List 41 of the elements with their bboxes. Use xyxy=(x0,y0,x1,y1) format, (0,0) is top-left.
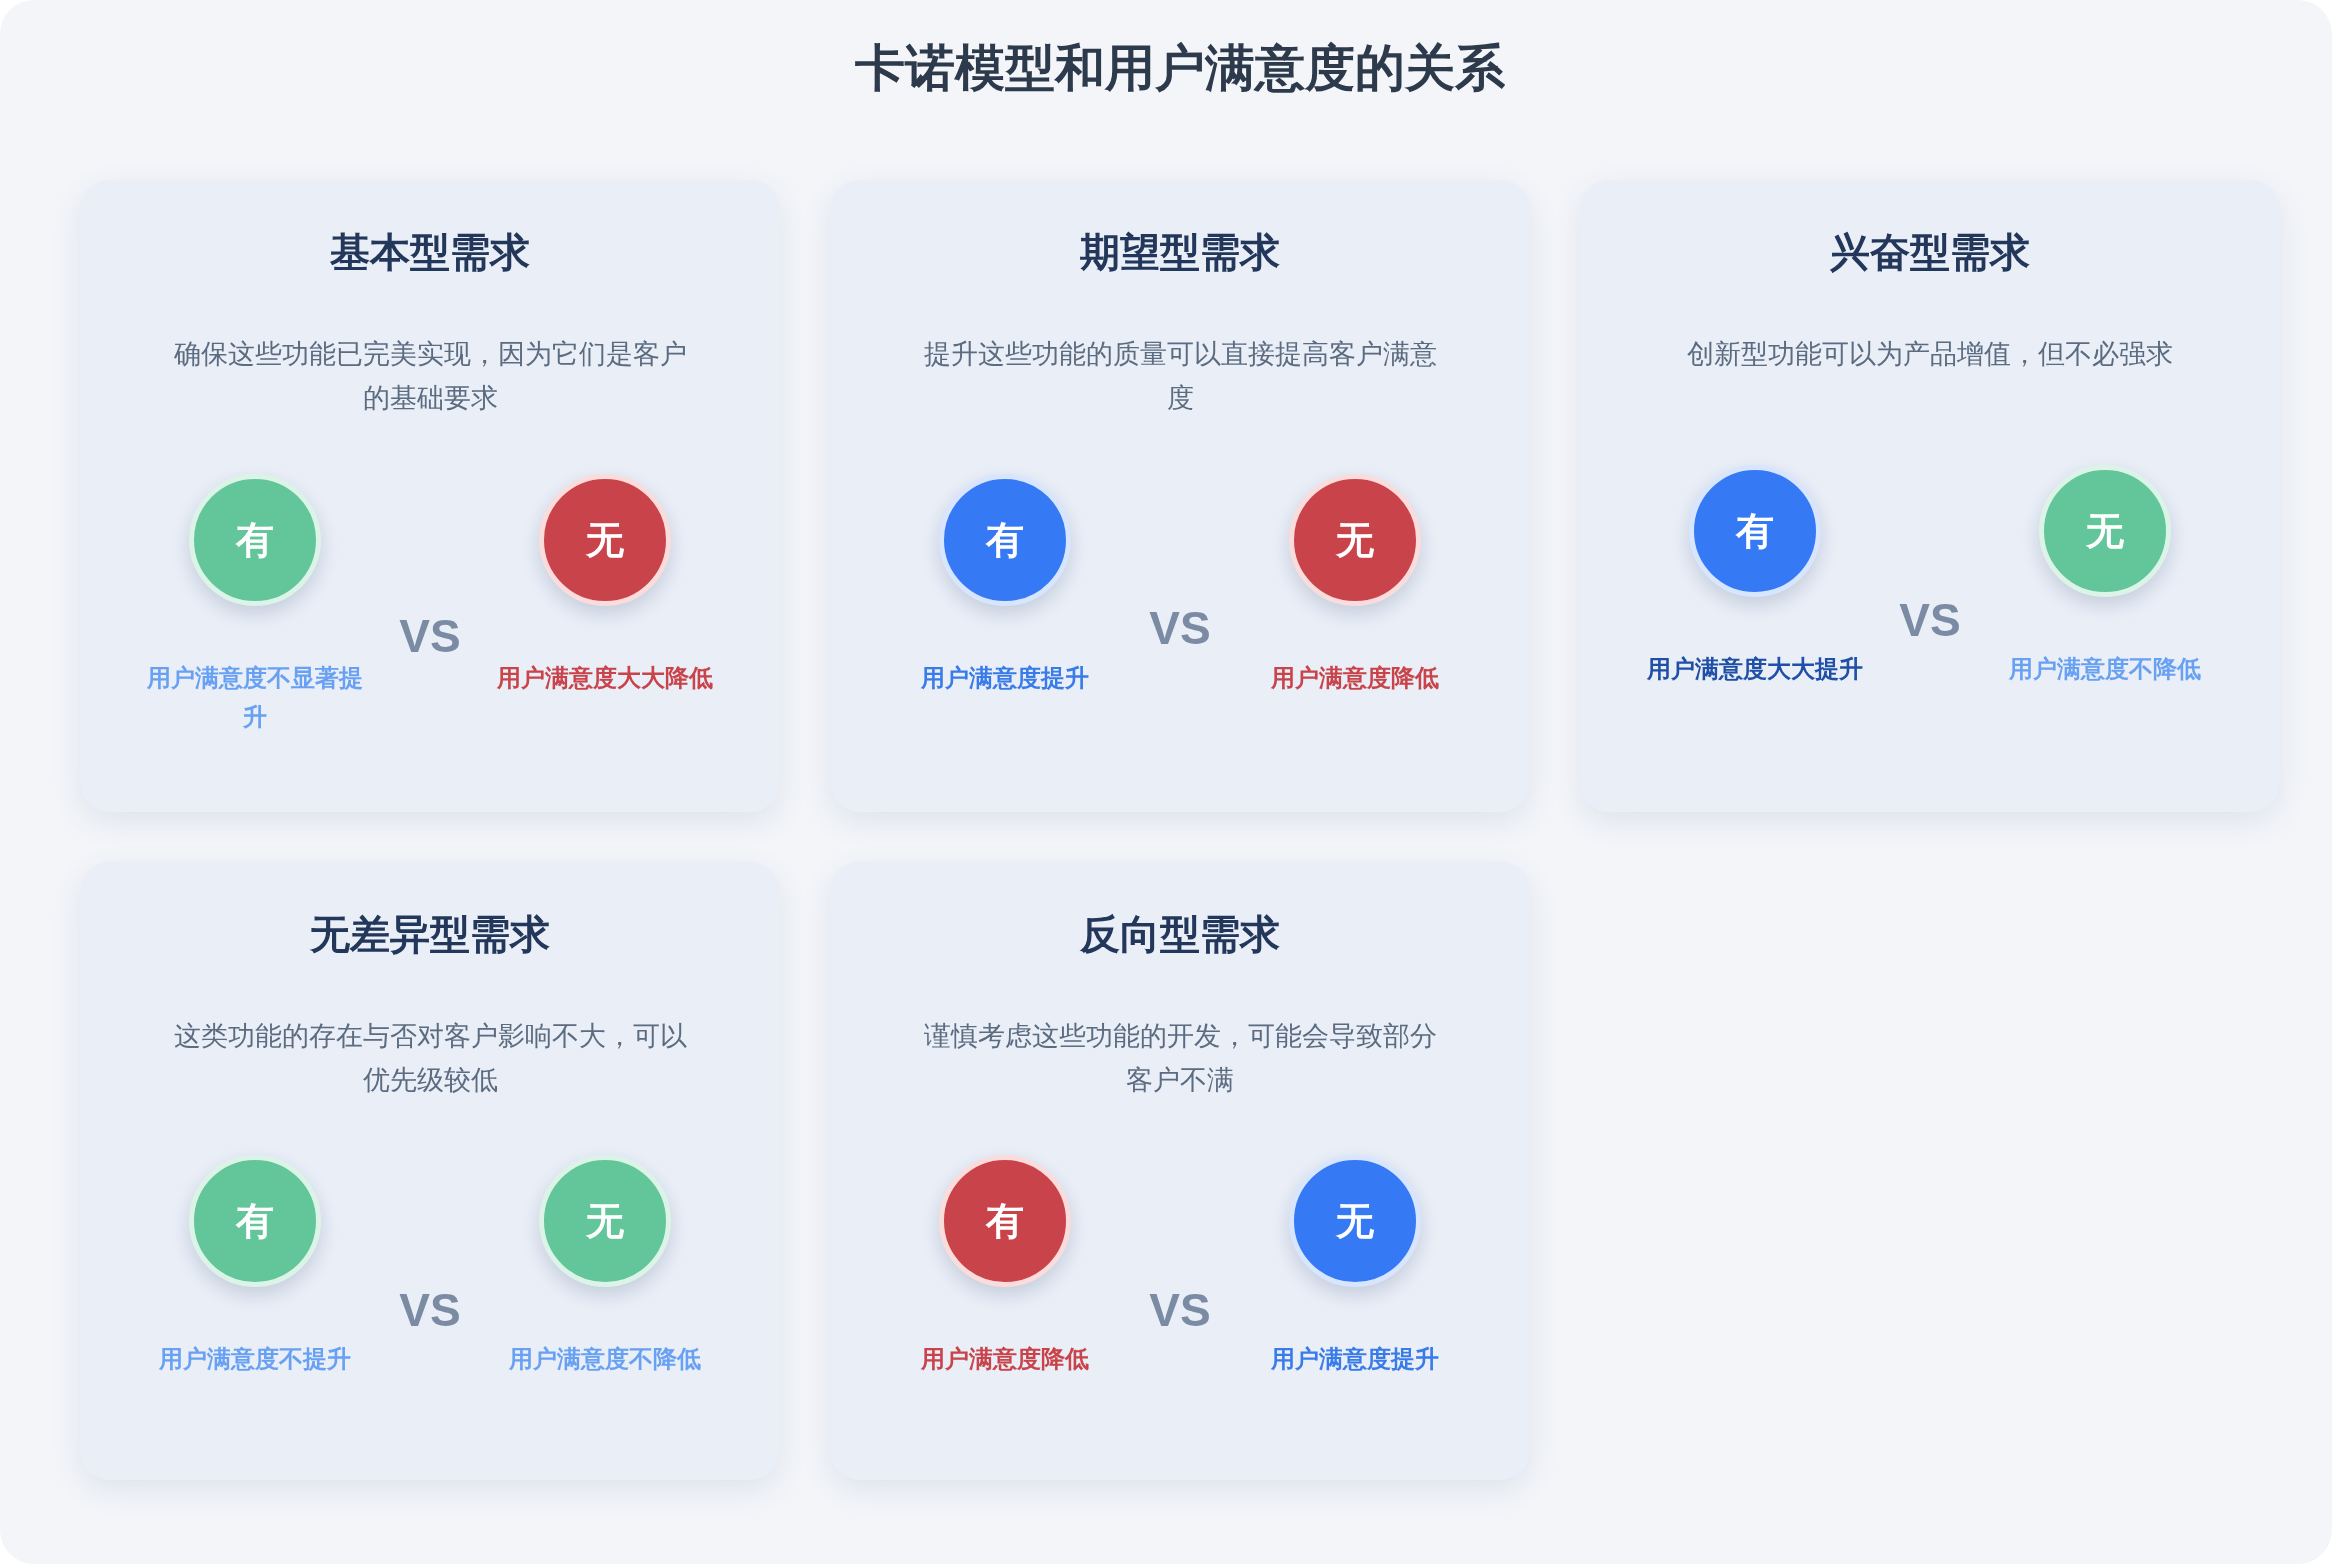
status-circle: 无 xyxy=(2039,465,2171,597)
category-card xyxy=(80,862,780,1480)
satisfaction-caption: 用户满意度降低 xyxy=(1271,663,1439,693)
card-heading: 无差异型需求 xyxy=(310,911,550,958)
satisfaction-caption: 用户满意度不提升 xyxy=(159,1344,351,1374)
status-circle: 无 xyxy=(1289,1155,1421,1287)
category-card xyxy=(830,180,1530,812)
satisfaction-caption: 用户满意度不显著提升 xyxy=(146,663,364,732)
satisfaction-caption: 用户满意度大大降低 xyxy=(497,663,713,693)
satisfaction-caption: 用户满意度不降低 xyxy=(2009,654,2201,684)
status-circle: 有 xyxy=(1689,465,1821,597)
card-description: 确保这些功能已完美实现，因为它们是客户的基础要求 xyxy=(172,338,688,415)
page-title: 卡诺模型和用户满意度的关系 xyxy=(855,39,1505,98)
status-circle: 无 xyxy=(539,1155,671,1287)
category-card xyxy=(830,862,1530,1480)
vs-label: VS xyxy=(1899,594,1961,646)
card-heading: 反向型需求 xyxy=(1080,911,1280,958)
category-card xyxy=(80,180,780,812)
satisfaction-caption: 用户满意度提升 xyxy=(1271,1344,1439,1374)
vs-label: VS xyxy=(1149,1284,1211,1336)
status-circle: 无 xyxy=(1289,474,1421,606)
card-heading: 期望型需求 xyxy=(1080,229,1280,276)
satisfaction-caption: 用户满意度降低 xyxy=(921,1344,1089,1374)
satisfaction-caption: 用户满意度不降低 xyxy=(509,1344,701,1374)
status-circle: 有 xyxy=(939,474,1071,606)
card-description: 创新型功能可以为产品增值，但不必强求 xyxy=(1687,338,2173,371)
card-heading: 兴奋型需求 xyxy=(1830,229,2030,276)
card-description: 谨慎考虑这些功能的开发，可能会导致部分客户不满 xyxy=(922,1020,1438,1097)
card-heading: 基本型需求 xyxy=(330,229,530,276)
status-circle: 有 xyxy=(939,1155,1071,1287)
status-circle: 有 xyxy=(189,1155,321,1287)
card-description: 提升这些功能的质量可以直接提高客户满意度 xyxy=(922,338,1438,415)
status-circle: 无 xyxy=(539,474,671,606)
vs-label: VS xyxy=(399,1284,461,1336)
status-circle: 有 xyxy=(189,474,321,606)
vs-label: VS xyxy=(1149,602,1211,654)
satisfaction-caption: 用户满意度大大提升 xyxy=(1647,654,1863,684)
satisfaction-caption: 用户满意度提升 xyxy=(921,663,1089,693)
vs-label: VS xyxy=(399,610,461,662)
category-card xyxy=(1580,180,2280,812)
card-description: 这类功能的存在与否对客户影响不大，可以优先级较低 xyxy=(172,1020,688,1097)
